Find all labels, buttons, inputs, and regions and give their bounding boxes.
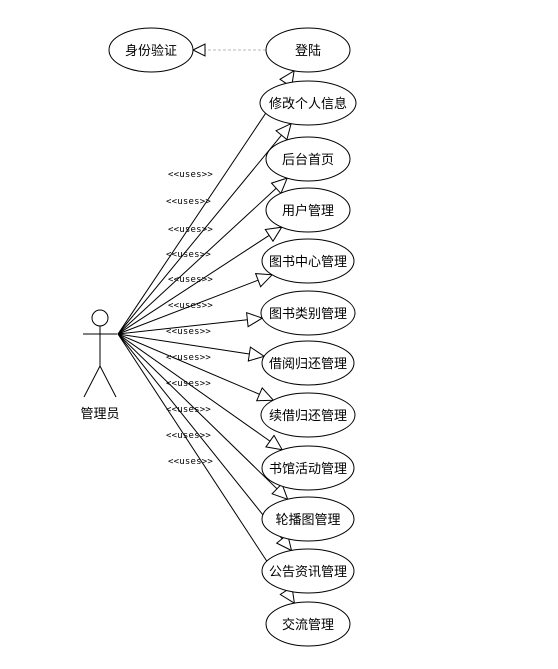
include-relationship	[191, 43, 266, 57]
association-arrowhead	[254, 273, 274, 288]
actor-admin: 管理员	[80, 309, 120, 422]
use-case: 图书中心管理	[261, 238, 355, 284]
association-line	[117, 319, 248, 335]
association-line	[117, 333, 260, 395]
use-case-label: 轮播图管理	[275, 513, 340, 528]
association	[117, 122, 292, 335]
use-case-ellipse	[265, 187, 351, 233]
association-arrowhead	[246, 311, 264, 328]
association-line	[117, 333, 287, 591]
uses-stereotype-label: <<uses>>	[166, 353, 211, 363]
uses-stereotype-label: <<uses>>	[166, 431, 211, 441]
association	[117, 333, 275, 402]
use-case-label: 图书中心管理	[269, 255, 347, 270]
uses-stereotype-label: <<uses>>	[166, 197, 211, 207]
association-line	[117, 187, 277, 335]
use-case: 轮播图管理	[261, 496, 355, 542]
association-line	[117, 333, 271, 442]
use-case: 图书类别管理	[260, 290, 356, 336]
uses-labels: <<uses>> <<uses>> <<uses>> <<uses>> <<uses>>…	[166, 170, 213, 467]
uses-stereotype-label: <<uses>>	[168, 301, 213, 311]
use-case-ellipse	[265, 27, 351, 73]
use-case: 续借归还管理	[260, 392, 356, 438]
association	[117, 311, 264, 335]
association	[117, 177, 289, 335]
uses-stereotype-label: <<uses>>	[166, 405, 211, 415]
use-case-ellipse	[261, 496, 355, 542]
uses-stereotype-label: <<uses>>	[168, 170, 213, 180]
use-case-label: 借阅归还管理	[269, 357, 347, 372]
association-arrowhead	[271, 482, 289, 501]
association-arrowhead	[255, 386, 275, 402]
association-line	[117, 279, 259, 335]
association-arrowhead	[247, 346, 266, 362]
association	[117, 333, 266, 362]
use-case: 用户管理	[265, 187, 351, 233]
use-case-label: 续借归还管理	[269, 409, 347, 424]
use-case-ellipse	[261, 445, 355, 491]
association-lines	[117, 69, 296, 605]
use-case: 登陆	[265, 27, 351, 73]
use-case: 公告资讯管理	[261, 548, 355, 594]
uses-stereotype-label: <<uses>>	[166, 327, 211, 337]
use-cases: 登陆修改个人信息后台首页用户管理图书中心管理图书类别管理借阅归还管理续借归还管理…	[259, 27, 357, 647]
use-case-ellipse	[265, 601, 351, 647]
use-case: 书馆活动管理	[261, 445, 355, 491]
use-case-label: 图书类别管理	[269, 307, 347, 322]
use-case-label-auth: 身份验证	[125, 43, 177, 59]
use-case-ellipse	[108, 27, 194, 73]
uses-stereotype-label: <<uses>>	[168, 225, 213, 235]
use-case-ellipse	[259, 80, 357, 126]
association-arrowhead	[265, 434, 284, 451]
include-arrowhead	[191, 43, 206, 57]
use-case-auth: 身份验证	[108, 27, 194, 73]
use-case-ellipse	[261, 238, 355, 284]
association	[117, 333, 289, 501]
uses-stereotype-label: <<uses>>	[168, 275, 213, 285]
association-line	[117, 333, 278, 490]
association-arrowhead	[270, 177, 289, 195]
actor-right-leg	[99, 365, 117, 398]
association-line	[117, 333, 283, 540]
use-case-label: 公告资讯管理	[269, 565, 347, 580]
uses-stereotype-label: <<uses>>	[166, 379, 211, 389]
association-arrowhead	[275, 122, 292, 141]
uses-stereotype-label: <<uses>>	[166, 250, 211, 260]
association	[117, 226, 283, 335]
use-case-label: 交流管理	[282, 617, 334, 633]
association-line	[117, 134, 282, 335]
use-case-ellipse	[261, 548, 355, 594]
use-case-label: 修改个人信息	[269, 96, 347, 112]
use-case: 后台首页	[265, 136, 351, 182]
uses-stereotype-label: <<uses>>	[168, 457, 213, 467]
actor-label: 管理员	[80, 407, 119, 422]
use-case: 修改个人信息	[259, 80, 357, 126]
actor-head	[91, 309, 109, 327]
use-case-label: 登陆	[295, 43, 321, 59]
use-case-ellipse	[265, 136, 351, 182]
use-case-label: 用户管理	[282, 203, 334, 219]
use-case-ellipse	[261, 340, 355, 386]
use-case: 交流管理	[265, 601, 351, 647]
use-case-ellipse	[260, 290, 356, 336]
use-case-ellipse	[260, 392, 356, 438]
association	[117, 333, 284, 451]
use-case-label: 书馆活动管理	[269, 462, 347, 477]
association	[117, 273, 274, 335]
actor-left-leg	[83, 365, 101, 398]
use-case: 借阅归还管理	[261, 340, 355, 386]
use-case-label: 后台首页	[282, 153, 334, 168]
association-line	[117, 82, 287, 335]
association-line	[117, 234, 270, 335]
association-line	[117, 333, 250, 355]
association-arrowhead	[264, 226, 283, 243]
